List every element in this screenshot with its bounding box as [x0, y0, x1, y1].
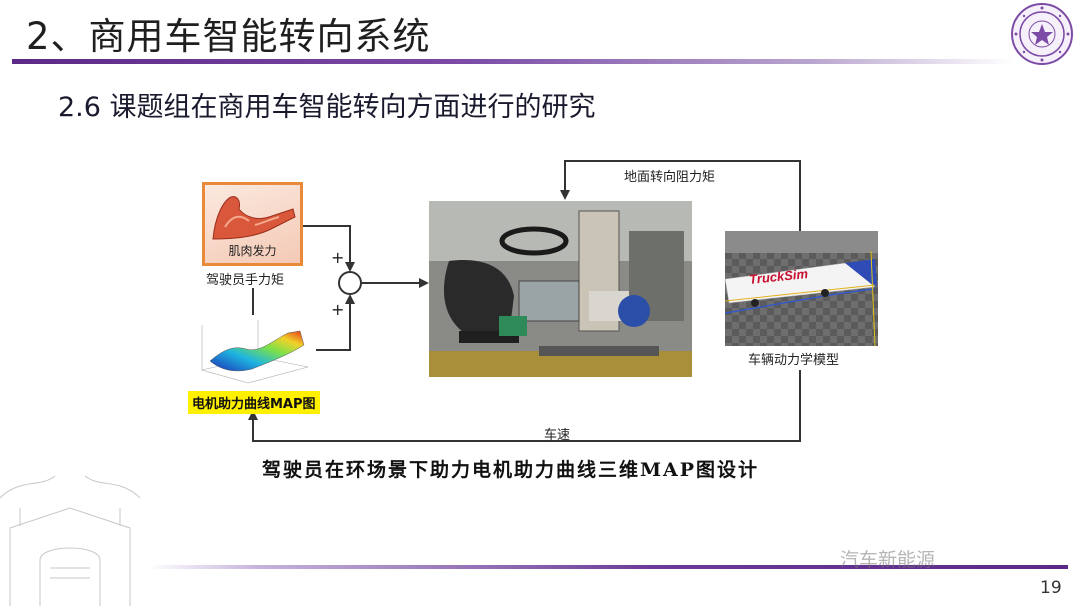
trucksim-truck-illustration: [725, 231, 878, 346]
wechat-watermark: 汽车新能源: [840, 545, 935, 572]
driver-torque-label: 驾驶员手力矩: [206, 269, 284, 288]
muscle-force-label: 肌肉发力: [205, 242, 300, 259]
muscle-force-photo: 肌肉发力: [202, 182, 303, 266]
vehicle-speed-label: 车速: [544, 424, 570, 443]
trucksim-screenshot: TruckSim: [725, 231, 878, 346]
arrow-speed-feedback: [253, 370, 800, 441]
ground-steering-resistance-label: 地面转向阻力矩: [624, 166, 715, 185]
campus-gate-sketch: [0, 468, 140, 606]
plus-sign-top: +: [331, 248, 344, 267]
arm-muscle-icon: [205, 187, 300, 247]
assist-map-3d-plot: [188, 315, 316, 385]
summing-junction: [339, 272, 361, 294]
vehicle-dynamics-model-label: 车辆动力学模型: [748, 349, 839, 368]
test-bench-photo: [429, 201, 692, 377]
page-number: 19: [1040, 578, 1062, 598]
steering-test-rig-illustration: [429, 201, 692, 377]
diagram-caption: 驾驶员在环场景下助力电机助力曲线三维MAP图设计: [262, 455, 759, 482]
assist-map-label: 电机助力曲线MAP图: [188, 391, 320, 414]
plus-sign-bottom: +: [331, 300, 344, 319]
